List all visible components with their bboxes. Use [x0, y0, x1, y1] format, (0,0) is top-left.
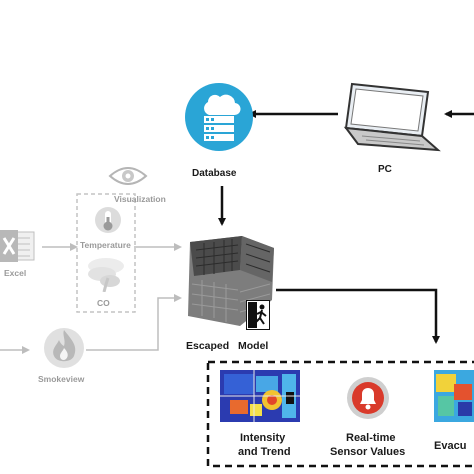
eye-icon: [108, 167, 148, 185]
evacuation-heatmap-icon: [434, 370, 474, 422]
visualization-node: Visualization: [100, 164, 170, 206]
arrow-smokeview-to-model: [86, 294, 182, 351]
emergency-exit-icon: [246, 300, 270, 330]
co-node: CO: [82, 256, 132, 310]
temperature-node: Temperature: [80, 206, 140, 254]
output-box: [206, 360, 474, 468]
pc-node: PC: [338, 78, 446, 178]
output-intensity: Intensity and Trend: [220, 370, 302, 466]
arrow-model-to-outputs: [276, 288, 440, 344]
smokeview-label: Smokeview: [38, 374, 85, 384]
heatmap-floorplan-icon: [220, 370, 300, 422]
temperature-label: Temperature: [80, 240, 131, 250]
intensity-label-2: and Trend: [238, 446, 291, 458]
output-evacuation: Evacu: [434, 370, 474, 466]
flame-icon: [44, 328, 84, 368]
thermometer-icon: [95, 207, 121, 233]
visualization-label: Visualization: [114, 194, 166, 204]
database-label: Database: [192, 168, 237, 179]
sensor-label-1: Real-time: [346, 432, 396, 444]
sensor-group-box: [76, 193, 136, 313]
laptop-icon: [343, 82, 441, 152]
intensity-label-1: Intensity: [240, 432, 286, 444]
excel-node: Excel: [0, 228, 44, 280]
co-label: CO: [97, 298, 110, 308]
excel-label: Excel: [4, 268, 27, 278]
smokeview-node: Smokeview: [34, 322, 94, 386]
evacuation-label: Evacu: [434, 440, 467, 452]
output-sensor-values: Real-time Sensor Values: [318, 370, 418, 466]
model-label-left: Escaped: [186, 340, 230, 352]
database-node: Database: [181, 82, 265, 182]
database-server-icon: [185, 83, 253, 151]
sensor-label-2: Sensor Values: [330, 446, 406, 458]
alarm-bell-icon: [347, 377, 389, 419]
pc-label: PC: [378, 164, 392, 175]
model-label-right: Model: [238, 340, 269, 352]
model-node: Escaped Model: [180, 230, 280, 356]
smoke-plume-icon: [88, 258, 124, 292]
excel-icon: [0, 230, 35, 262]
